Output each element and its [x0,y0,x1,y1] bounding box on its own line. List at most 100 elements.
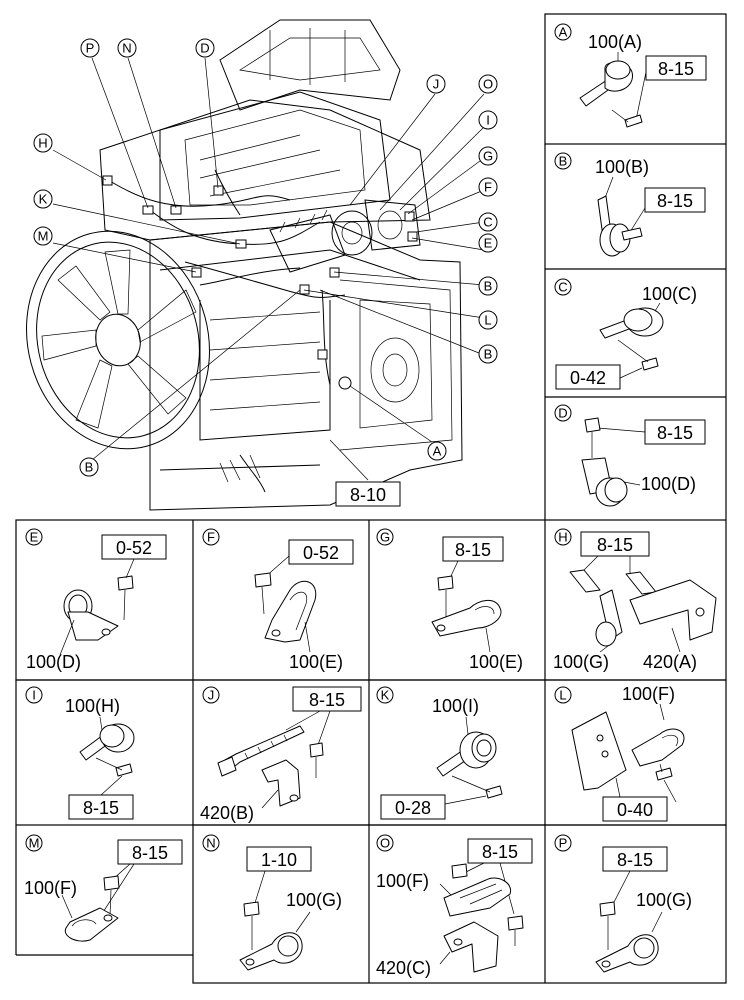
label-main_callouts-g: G [483,149,493,164]
label-panels-o-ref: 8-15 [482,842,518,862]
panel-l: L 100(F) 0-40 [554,684,685,822]
label-main_callouts-b2: B [484,347,493,362]
callout-o: O [478,74,498,94]
panel-g: G 8-15 100(E) [376,528,523,672]
label-panels-c-ref: 0-42 [570,368,606,388]
panel-frames [15,13,727,984]
label-panels-j-ref: 8-15 [309,690,345,710]
panel-m: M 8-15 100(F) [24,834,183,942]
label-main_callouts-b3: B [85,460,94,475]
ref-box-8-10: 8-10 [335,481,401,507]
callout-m: M [33,226,53,246]
label-panels-n-part: 100(G) [286,890,342,910]
label-panels-h-part: 100(G) [553,652,609,672]
callout-p: P [80,38,100,58]
callout-b-1: B [478,276,498,296]
label-panels-h-ref: 8-15 [597,535,633,555]
callout-c: C [478,212,498,232]
label-main_callouts-a: A [433,444,442,459]
label-panels-i-part: 100(H) [65,696,120,716]
panel-o: O 8-15 100(F) 420(C) [376,834,533,978]
callout-a: A [427,441,447,461]
label-main_callouts-m: M [38,229,49,244]
label-panels-m-ref: 8-15 [132,843,168,863]
label-main_callouts-i: I [486,113,490,128]
label-panels-c-letter: C [558,280,567,295]
fan-wheel [26,230,210,450]
panel-n: N 1-10 100(G) [202,834,342,971]
callout-f: F [478,177,498,197]
label-panels-e-ref: 0-52 [116,538,152,558]
label-panels-m-letter: M [29,836,40,851]
panel-d: D 8-15 100(D) [554,404,706,507]
engine-illustration [26,19,463,511]
label-panels-o-letter: O [380,836,390,851]
label-panels-i-ref: 8-15 [83,798,119,818]
panel-c: C 100(C) 0-42 [554,278,697,390]
panel-j: J 8-15 420(B) [200,686,362,823]
callout-n: N [117,38,137,58]
label-panels-j-letter: J [208,688,215,703]
label-panels-b-ref: 8-15 [657,191,693,211]
label-panels-p-part: 100(G) [636,890,692,910]
label-panels-l-letter: L [559,688,566,703]
callout-e: E [478,233,498,253]
label-panels-j-part: 420(B) [200,803,254,823]
label-panels-l-ref: 0-40 [617,800,653,820]
main-callouts: P N D J O H I G F K C E M B L B A B 8-10 [33,38,498,507]
panel-f: F 0-52 100(E) [202,528,354,672]
label-panels-p-letter: P [559,836,568,851]
panel-a: A 100(A) 8-15 [554,23,707,128]
label-panels-l-part: 100(F) [622,684,675,704]
label-panels-d-part: 100(D) [641,474,696,494]
label-panels-o-part: 100(F) [376,871,429,891]
label-main_callouts-p: P [86,41,95,56]
label-panels-k-letter: K [381,688,390,703]
label-main_callouts-f: F [484,180,492,195]
label-panels-e-letter: E [30,530,39,545]
label-panels-b-part: 100(B) [595,157,649,177]
label-main_callouts-j: J [433,77,440,92]
callout-l: L [478,310,498,330]
callout-h: H [33,133,53,153]
label-panels-a-part: 100(A) [588,32,642,52]
label-panels-d-ref: 8-15 [657,423,693,443]
label-panels-i-letter: I [32,688,36,703]
label-main_callouts-h: H [38,136,47,151]
label-main_callouts-c: C [483,215,492,230]
label-panels-g-letter: G [380,530,390,545]
label-panels-p-ref: 8-15 [617,850,653,870]
label-panels-h-part2: 420(A) [643,652,697,672]
label-panels-g-part: 100(E) [469,652,523,672]
panel-e: E 0-52 100(D) [25,528,167,672]
panel-p: P 8-15 100(G) [554,834,692,973]
label-main_callouts-k: K [39,192,48,207]
label-panels-k-part: 100(I) [432,696,479,716]
label-panels-f-ref: 0-52 [303,543,339,563]
label-panels-f-part: 100(E) [289,652,343,672]
label-panels-c-part: 100(C) [642,284,697,304]
label-panels-m-part: 100(F) [24,878,77,898]
label-panels-b-letter: B [559,154,568,169]
label-panels-e-part: 100(D) [26,652,81,672]
label-main_callouts-n: N [122,41,131,56]
label-panels-k-ref: 0-28 [395,798,431,818]
label-main_callouts-d: D [200,41,209,56]
leader-lines [52,57,485,481]
label-panels-n-letter: N [206,836,215,851]
label-main_callouts-b1: B [484,279,493,294]
callout-j: J [426,74,446,94]
callout-k: K [33,189,53,209]
label-panels-d-letter: D [558,406,567,421]
label-main_callouts-o: O [483,77,493,92]
panel-k: K 100(I) 0-28 [376,686,503,820]
label-panels-h-letter: H [558,530,567,545]
label-main_callouts-ref: 8-10 [350,485,386,505]
callout-b-3: B [79,457,99,477]
panel-b: B 100(B) 8-15 [554,152,706,257]
label-panels-a-ref: 8-15 [658,59,694,79]
label-panels-g-ref: 8-15 [455,540,491,560]
panel-i: I 100(H) 8-15 [25,686,135,820]
label-main_callouts-l: L [484,313,491,328]
